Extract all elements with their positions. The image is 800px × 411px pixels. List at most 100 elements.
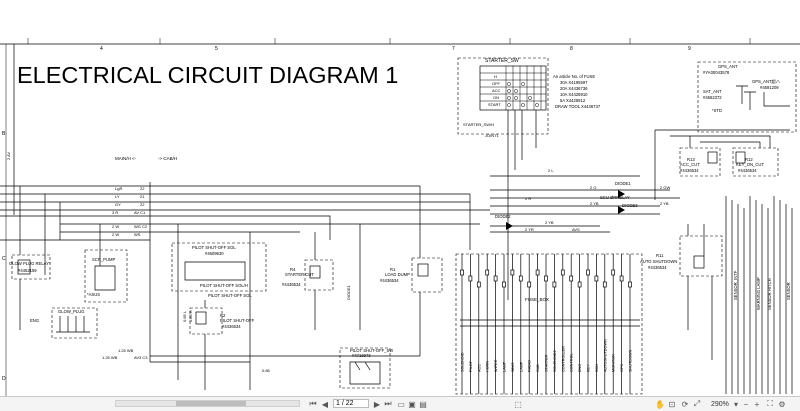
main-h-label: MAIN/H <- xyxy=(115,156,137,161)
svg-text:20A X4436736: 20A X4436736 xyxy=(560,86,588,91)
svg-text:2 L: 2 L xyxy=(548,168,554,173)
fuse-element xyxy=(602,281,607,288)
fuse-element xyxy=(535,269,540,276)
svg-text:1.25 WB: 1.25 WB xyxy=(102,355,118,360)
joint-label: JOINT1 xyxy=(485,133,500,138)
gps-ant-h: GPS_ANT超ハ xyxy=(752,78,780,85)
fuse-label: PILOT xyxy=(469,360,473,372)
eng-label: ENG xyxy=(30,318,39,323)
prev-page-icon[interactable]: ◀ xyxy=(321,399,329,409)
right-wires xyxy=(725,196,793,394)
svg-text:An article No. of FUSE: An article No. of FUSE xyxy=(553,74,595,79)
fuse-label: SOLENOID xyxy=(461,352,465,372)
zoom-dropdown-icon[interactable]: ▾ xyxy=(733,399,738,409)
page-title: ELECTRICAL CIRCUIT DIAGRAM 1 xyxy=(17,62,398,88)
fuse-label: CAB xyxy=(536,364,540,372)
row-mark-b: B xyxy=(2,131,6,137)
two-page-view-icon[interactable]: ▣ xyxy=(408,399,416,409)
first-page-icon[interactable]: ⏮ xyxy=(309,399,317,408)
svg-text:5A X4428912: 5A X4428912 xyxy=(560,98,586,103)
thumbnail-view-icon[interactable]: ▤ xyxy=(419,399,427,409)
fuse-label: MONITOR xyxy=(612,354,616,372)
scrollbar-thumb[interactable] xyxy=(176,401,246,406)
fuse-element xyxy=(468,275,473,282)
glow-plug-box xyxy=(51,307,98,339)
relay-r2-ref: R2 xyxy=(220,313,226,318)
relay-r1-box xyxy=(411,257,443,293)
svg-text:30A X4195597: 30A X4195597 xyxy=(560,80,588,85)
svg-text:LgR: LgR xyxy=(115,186,122,191)
scr-pump-label: SCR_PUMP xyxy=(92,257,115,262)
relay-r2-name: PILOT SHUT-OFF xyxy=(220,318,255,323)
fuse-element xyxy=(577,281,582,288)
ss-pos-off: OFF xyxy=(492,81,501,86)
relay-r4-part: #4436534 xyxy=(282,282,301,287)
fuse-label: SHUTDOWN xyxy=(629,349,633,372)
svg-text:DRAW TOOL X4436737: DRAW TOOL X4436737 xyxy=(555,104,601,109)
relay-r4-box xyxy=(304,259,334,291)
fuse-label: KEY xyxy=(587,364,591,372)
relay-r2-part: #4436534 xyxy=(222,324,241,329)
fuse-element xyxy=(502,281,506,288)
svg-text:2 W: 2 W xyxy=(112,232,119,237)
zoom-in-icon[interactable]: + xyxy=(754,399,760,409)
pilot-sol-box-title: PILOT SHUT-OFF SOL xyxy=(192,245,236,250)
cab-h-label: -> CAB/H xyxy=(158,156,177,161)
fuse-note: An article No. of FUSE 30A X4195597 20A … xyxy=(553,74,601,109)
relay-r2-box xyxy=(189,307,223,335)
page-number-input[interactable]: 1 / 22 xyxy=(333,399,369,408)
fuse-element xyxy=(611,269,616,276)
fuse-label: SOLENOID2 xyxy=(553,350,557,372)
ss-pos-on: ON xyxy=(493,95,499,100)
svg-text:2 YB: 2 YB xyxy=(545,220,554,225)
relay-r11-name: AUTO SHUTDOWN xyxy=(640,259,677,264)
horizontal-scrollbar[interactable] xyxy=(115,400,300,407)
settings-icon[interactable]: ⚙ xyxy=(778,399,786,409)
fuse-label: HORN xyxy=(486,361,490,372)
last-page-icon[interactable]: ⏭ xyxy=(384,399,392,408)
next-page-icon[interactable]: ▶ xyxy=(373,399,381,409)
fuse-element xyxy=(628,281,632,288)
pilot-sol-box xyxy=(171,242,267,292)
svg-text:AV3 C3: AV3 C3 xyxy=(134,355,148,360)
svg-text:2 G: 2 G xyxy=(590,185,596,190)
svg-text:2 YR: 2 YR xyxy=(525,227,534,232)
relay-r12-coil xyxy=(735,151,746,164)
fit-page-icon[interactable]: ⤢ xyxy=(693,399,701,408)
select-tool-icon[interactable]: ⬚ xyxy=(514,399,522,409)
scu-relay-label: SCU ØRRELAY xyxy=(600,195,630,200)
hand-tool-icon[interactable]: ✋ xyxy=(655,399,665,409)
zoom-out-icon[interactable]: − xyxy=(743,399,749,409)
svg-text:LY: LY xyxy=(115,194,120,199)
svg-text:AVS: AVS xyxy=(572,227,580,232)
relay-r13-coil xyxy=(707,151,718,164)
single-page-view-icon[interactable]: ▭ xyxy=(397,399,405,409)
fuse-element xyxy=(476,281,481,288)
ss-contacts xyxy=(507,82,539,107)
gps-std: *STD xyxy=(712,108,722,113)
fuse-element xyxy=(619,275,624,282)
relay-r13-box xyxy=(679,147,721,177)
fuse-element xyxy=(510,269,515,276)
relay-r13-ref: R13 xyxy=(687,157,695,162)
zoom-level[interactable]: 290% xyxy=(711,400,729,408)
glow-relay-name: GLOW PLUG RELAY* xyxy=(9,261,51,266)
pdf-viewer-toolbar: ⏮ ◀ 1 / 22 ▶ ⏭ ▭ ▣ ▤ ⬚ ✋ ⊡ ⟳ ⤢ 290% ▾ − … xyxy=(0,396,800,411)
glow-relay-box xyxy=(11,254,51,280)
fuse-element xyxy=(527,281,532,288)
marquee-zoom-icon[interactable]: ⊡ xyxy=(668,399,676,409)
svg-text:2 AV: 2 AV xyxy=(6,152,11,160)
starter-switch-title: STARTER_SW xyxy=(485,58,519,64)
relay-r12-ref: R12 xyxy=(745,157,753,162)
svg-text:2 YB: 2 YB xyxy=(590,201,599,206)
fullscreen-icon[interactable]: ⛶ xyxy=(767,399,773,408)
rotate-icon[interactable]: ⟳ xyxy=(681,399,689,409)
fuse-element xyxy=(586,269,590,276)
relay-r4-name: STARTER CUT xyxy=(285,272,314,277)
relay-r11-ref: R11 xyxy=(656,253,664,258)
relay-r4-ref: R4 xyxy=(290,267,296,272)
relay-r12-name: KEY_ON_CUT xyxy=(736,162,764,167)
fuse-box-wires xyxy=(460,254,632,394)
fuse-label: SEAT xyxy=(511,362,515,372)
fuse-element xyxy=(569,275,574,282)
